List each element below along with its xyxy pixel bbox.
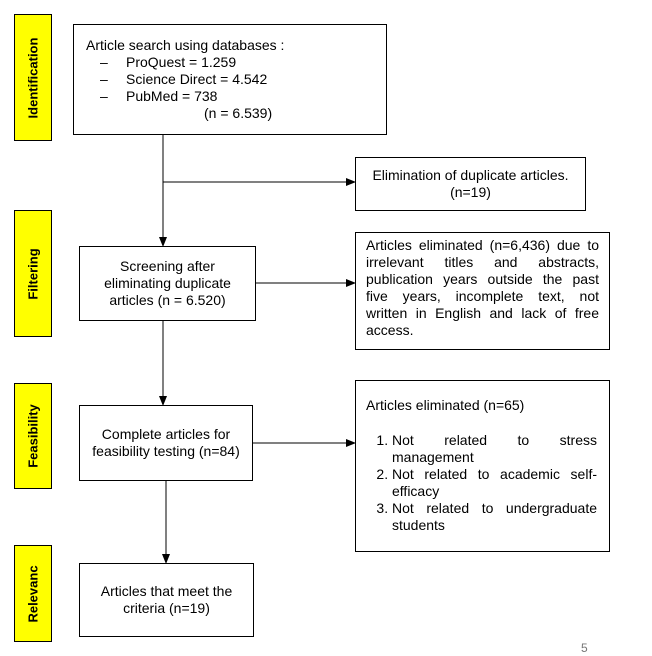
result-text: Articles that meet the criteria (n=19): [100, 583, 233, 616]
database-list: ProQuest = 1.259 Science Direct = 4.542 …: [86, 54, 374, 105]
identification-total: (n = 6.539): [204, 105, 273, 121]
elimination-reason: Not related to academic self-efficacy: [392, 466, 597, 500]
eliminated-feasibility-box: Articles eliminated (n=65) Not related t…: [355, 380, 610, 552]
eliminated-screening-box: Articles eliminated (n=6,436) due to irr…: [355, 232, 610, 350]
database-item: PubMed = 738: [100, 88, 374, 105]
stage-filtering: Filtering: [14, 210, 52, 337]
eliminated-feasibility-title: Articles eliminated (n=65): [366, 397, 525, 413]
page-number: 5: [581, 641, 588, 655]
stage-feasibility: Feasibility: [14, 383, 52, 489]
feasibility-text: Complete articles for feasibility testin…: [92, 426, 240, 459]
database-item: Science Direct = 4.542: [100, 71, 374, 88]
result-box: Articles that meet the criteria (n=19): [79, 563, 254, 637]
stage-relevance: Relevanc: [14, 545, 52, 642]
duplicates-box: Elimination of duplicate articles. (n=19…: [355, 157, 586, 211]
screening-text: Screening after eliminating duplicate ar…: [104, 258, 231, 308]
stage-identification: Identification: [14, 14, 52, 141]
database-item: ProQuest = 1.259: [100, 54, 374, 71]
identification-title: Article search using databases :: [86, 37, 285, 53]
elimination-reasons-list: Not related to stress management Not rel…: [366, 432, 597, 534]
elimination-reason: Not related to stress management: [392, 432, 597, 466]
eliminated-screening-text: Articles eliminated (n=6,436) due to irr…: [366, 237, 599, 338]
identification-box: Article search using databases : ProQues…: [73, 24, 387, 135]
feasibility-box: Complete articles for feasibility testin…: [79, 405, 253, 481]
elimination-reason: Not related to undergraduate students: [392, 500, 597, 534]
screening-box: Screening after eliminating duplicate ar…: [79, 246, 256, 321]
duplicates-text: Elimination of duplicate articles. (n=19…: [372, 167, 569, 200]
